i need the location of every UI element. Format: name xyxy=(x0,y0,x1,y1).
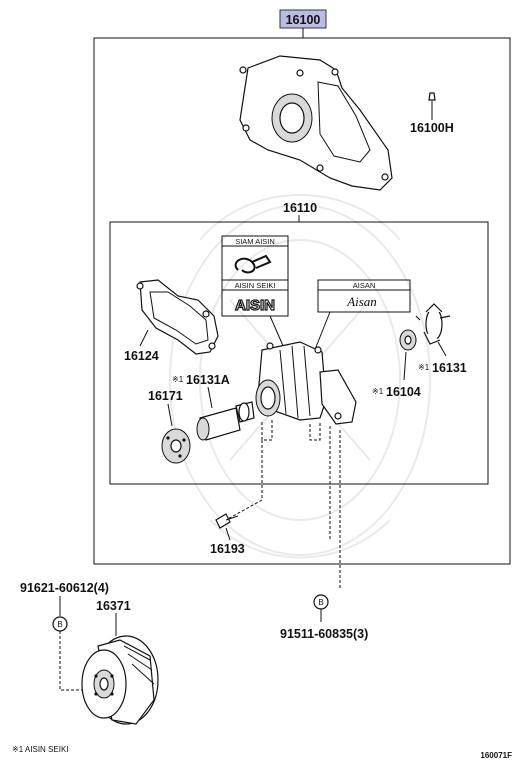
callout-16371[interactable]: 16371 xyxy=(96,599,131,613)
callout-16193[interactable]: 16193 xyxy=(210,542,245,556)
bolt-16193-drawing xyxy=(215,513,239,529)
pulley-drawing xyxy=(81,635,159,725)
pulley-seat-drawing xyxy=(161,401,255,464)
impeller-drawing xyxy=(415,303,451,345)
pump-housing-drawing xyxy=(239,55,393,191)
callout-16104[interactable]: 16104 xyxy=(386,385,421,399)
aisan-label-box: AISAN Aisan xyxy=(317,279,411,313)
aisin-seiki-label: AISIN SEIKI xyxy=(235,281,276,290)
diagram-code: 160071F xyxy=(480,751,512,760)
callout-16100h[interactable]: 16100H xyxy=(410,121,454,135)
aisin-label-box: SIAM AISIN AISIN SEIKI AISIN xyxy=(221,235,289,317)
mark-16104: ※1 xyxy=(372,387,384,396)
footnote: ※1 AISIN SEIKI xyxy=(12,745,69,754)
callout-16131[interactable]: 16131 xyxy=(432,361,467,375)
mark-16131a: ※1 xyxy=(172,375,184,384)
callout-16110[interactable]: 16110 xyxy=(283,201,317,215)
callout-91511[interactable]: 91511-60835(3) xyxy=(280,627,368,641)
marker-b-left-label: B xyxy=(57,620,62,629)
plug-drawing xyxy=(428,92,436,101)
mark-16131: ※1 xyxy=(418,363,430,372)
callout-91621[interactable]: 91621-60612(4) xyxy=(20,581,109,595)
gasket-drawing xyxy=(136,279,219,355)
water-pump-drawing xyxy=(255,341,357,425)
callout-16124[interactable]: 16124 xyxy=(124,349,159,363)
callout-16131a[interactable]: 16131A xyxy=(186,373,230,387)
callout-16100[interactable]: 16100 xyxy=(286,13,321,27)
siam-aisin-logo-icon xyxy=(234,254,272,274)
aisan-logo: Aisan xyxy=(346,294,377,309)
bushing-drawing xyxy=(399,329,417,351)
callout-16171[interactable]: 16171 xyxy=(148,389,183,403)
marker-b-right-label: B xyxy=(318,598,323,607)
siam-aisin-label: SIAM AISIN xyxy=(235,237,275,246)
aisin-logo: AISIN xyxy=(235,297,275,314)
aisan-label: AISAN xyxy=(353,281,376,290)
assembly-frame xyxy=(93,37,511,565)
